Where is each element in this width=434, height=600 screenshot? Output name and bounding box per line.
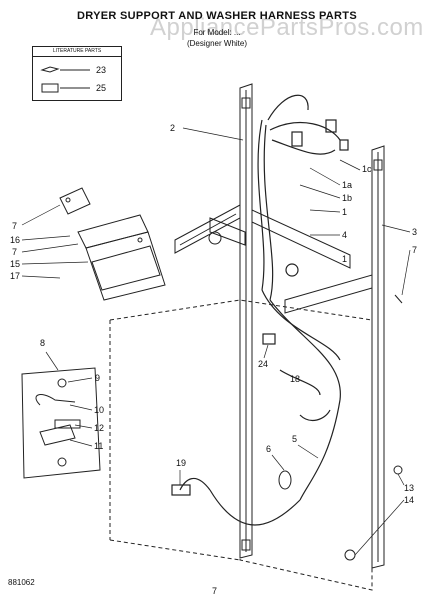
- screw-part-icon: [344, 294, 403, 561]
- callout-24: 24: [258, 359, 268, 369]
- callout-5: 5: [292, 434, 297, 444]
- washer-outline-icon: [109, 299, 373, 591]
- wire-harness-icon: [171, 94, 349, 526]
- callout-6: 6: [266, 444, 271, 454]
- callout-7c: 7: [412, 245, 417, 255]
- callout-1d: 1: [342, 254, 347, 264]
- page-title: DRYER SUPPORT AND WASHER HARNESS PARTS: [77, 10, 357, 22]
- callout-1c: 1c: [362, 164, 372, 174]
- control-bracket-icon: [59, 187, 166, 301]
- kit-part-23-icon: [40, 66, 90, 73]
- clip-part-icon: [278, 470, 292, 490]
- left-upright-frame-icon: [239, 83, 253, 559]
- kit-callout-23: 23: [96, 65, 106, 75]
- callout-17: 17: [10, 271, 20, 281]
- callout-14: 14: [404, 495, 414, 505]
- literature-kit-box: LITERATURE PARTS: [32, 46, 122, 101]
- callout-16: 16: [10, 235, 20, 245]
- callout-11: 11: [94, 441, 103, 451]
- leader-lines: [21, 127, 411, 556]
- callout-15: 15: [10, 259, 20, 269]
- rear-crossbar-icon: [251, 209, 351, 269]
- callout-19: 19: [176, 458, 186, 468]
- callout-2: 2: [170, 123, 175, 133]
- callout-7a: 7: [12, 221, 17, 231]
- callout-3: 3: [412, 227, 417, 237]
- diagram-code: 881062: [8, 578, 35, 587]
- callout-1b: 1b: [342, 193, 352, 203]
- callout-1a: 1a: [342, 180, 352, 190]
- callout-8: 8: [40, 338, 45, 348]
- callout-9: 9: [95, 373, 100, 383]
- kit-heading: LITERATURE PARTS: [33, 47, 121, 57]
- callout-10: 10: [94, 405, 104, 415]
- callout-13: 13: [404, 483, 414, 493]
- watermark-text: AppliancePartsPros.com: [150, 14, 424, 41]
- page-number: 7: [212, 586, 218, 596]
- callout-18: 18: [290, 374, 300, 384]
- kit-part-25-icon: [41, 83, 90, 93]
- front-crossbar-icon: [284, 274, 373, 314]
- detail-box-8-icon: [21, 367, 101, 479]
- model-line: For Model: ...: [193, 28, 241, 37]
- mid-bracket-icon: [208, 217, 246, 246]
- right-upright-frame-icon: [371, 145, 385, 569]
- callout-4: 4: [342, 230, 347, 240]
- color-line: (Designer White): [186, 39, 247, 48]
- callout-7b: 7: [12, 247, 17, 257]
- upper-crossbar-icon: [174, 204, 241, 254]
- callout-1: 1: [342, 207, 347, 217]
- callout-12: 12: [94, 423, 104, 433]
- kit-callout-25: 25: [96, 83, 106, 93]
